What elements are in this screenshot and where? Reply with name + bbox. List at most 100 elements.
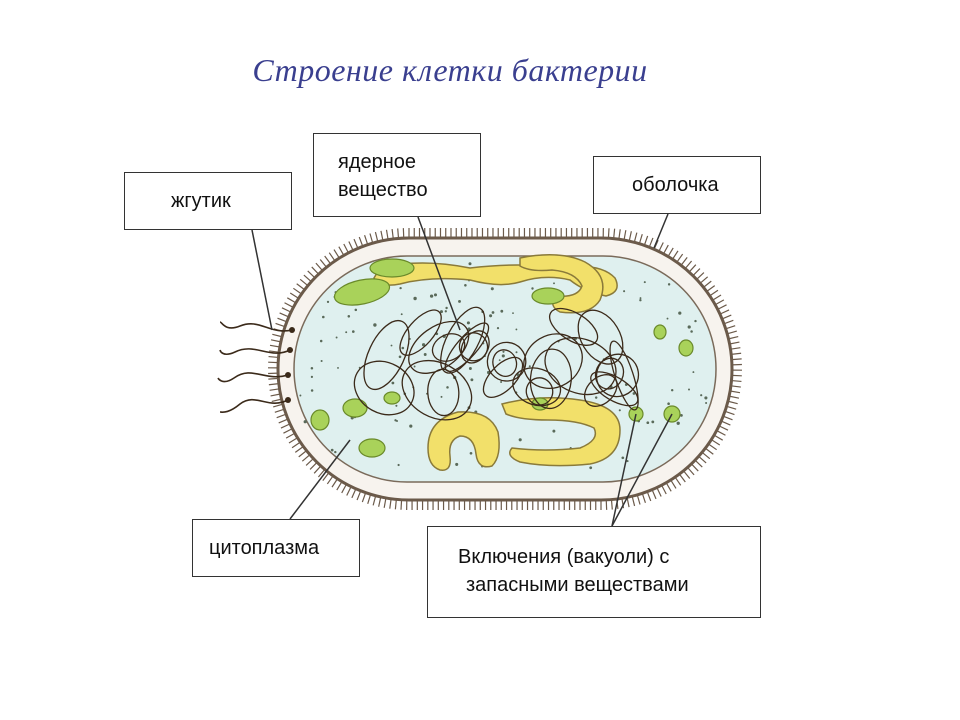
green-inclusion [358, 438, 386, 458]
granule [326, 300, 330, 304]
dna-loop [401, 359, 473, 421]
granule [468, 262, 472, 266]
granule [670, 388, 674, 392]
flagella [217, 321, 293, 413]
granule [626, 460, 629, 463]
pointer-nucleoid [417, 216, 461, 331]
surface-hair [662, 244, 669, 255]
dna-loop [440, 306, 486, 374]
surface-hair [678, 473, 686, 483]
granule [458, 299, 461, 303]
yellow-inclusion-bottom-right [500, 397, 621, 467]
granule [490, 287, 494, 291]
label-cytoplasm-text: цитоплазма [209, 537, 320, 559]
granule [354, 308, 358, 312]
yellow-inclusion-bottom-left [427, 411, 500, 471]
surface-hair [638, 234, 643, 244]
granule [310, 367, 314, 370]
granule [496, 327, 500, 330]
green-inclusion [531, 287, 565, 305]
surface-hair [692, 268, 701, 277]
surface-hair [696, 272, 705, 280]
pointer-inclusions-1 [611, 413, 637, 527]
granule [687, 325, 691, 329]
surface-hair [307, 270, 316, 279]
surface-hair [694, 459, 703, 468]
surface-hair [661, 484, 667, 495]
granule [679, 413, 683, 417]
surface-hair [646, 491, 652, 502]
surface-hair [680, 257, 688, 266]
dna-loop [512, 367, 562, 407]
surface-hair [699, 276, 709, 284]
granule [413, 296, 417, 301]
surface-hair [269, 350, 280, 353]
surface-hair [277, 317, 288, 323]
granule [400, 313, 403, 316]
dna-loop [583, 374, 618, 407]
granule [531, 287, 534, 290]
granule [445, 306, 448, 310]
granule [335, 336, 338, 339]
granule [501, 354, 505, 358]
dna-loop [408, 320, 470, 374]
granule [552, 429, 556, 433]
surface-hair [268, 355, 279, 359]
granule [395, 404, 398, 407]
granule [444, 310, 447, 313]
surface-hair [293, 287, 302, 295]
granule [646, 421, 650, 425]
dna-loop [399, 309, 442, 356]
surface-hair [311, 266, 320, 275]
granule [694, 319, 697, 323]
surface-hair [269, 388, 280, 391]
green-inclusion [369, 258, 415, 278]
dna-loop [594, 357, 625, 390]
surface-hair [272, 333, 283, 338]
surface-hair [353, 238, 359, 249]
surface-hair [367, 494, 372, 504]
label-flagellum-text: жгутик [171, 190, 231, 212]
granule [515, 328, 518, 331]
surface-hair [718, 425, 729, 431]
label-nucleoid: ядерное вещество [313, 133, 481, 217]
surface-hair [676, 253, 684, 263]
surface-hair [730, 390, 741, 394]
surface-hair [299, 278, 309, 287]
surface-hair [670, 479, 677, 489]
surface-hair [731, 379, 742, 383]
surface-hair [709, 289, 719, 297]
surface-hair [358, 236, 364, 247]
dna-loop [353, 360, 415, 416]
surface-hair [667, 247, 674, 257]
label-nucleoid-line1: ядерное [338, 151, 417, 173]
dna-loop [609, 340, 639, 411]
surface-hair [268, 383, 279, 386]
surface-hair [730, 347, 741, 350]
flagellum [219, 398, 289, 413]
surface-hair [313, 465, 322, 474]
surface-hair [336, 481, 343, 491]
granule [705, 401, 708, 405]
granule [413, 365, 416, 368]
surface-hair [727, 400, 738, 405]
granule [518, 438, 522, 442]
label-membrane-text: оболочка [632, 174, 719, 196]
dna-loop [458, 332, 489, 362]
surface-hair [372, 495, 377, 506]
granule [347, 315, 351, 318]
granule [676, 421, 680, 425]
granule [398, 355, 402, 359]
surface-hair [274, 408, 285, 413]
granule [651, 420, 655, 424]
surface-hair [613, 228, 616, 239]
granule [589, 466, 593, 470]
surface-hair [346, 486, 352, 496]
surface-hair [294, 445, 304, 453]
dna-loop [529, 348, 573, 410]
granule [310, 389, 314, 392]
granule [429, 294, 434, 298]
pointer-cytoplasm [289, 439, 351, 520]
cell-surface-hairs [267, 228, 743, 510]
surface-hair [724, 410, 735, 416]
